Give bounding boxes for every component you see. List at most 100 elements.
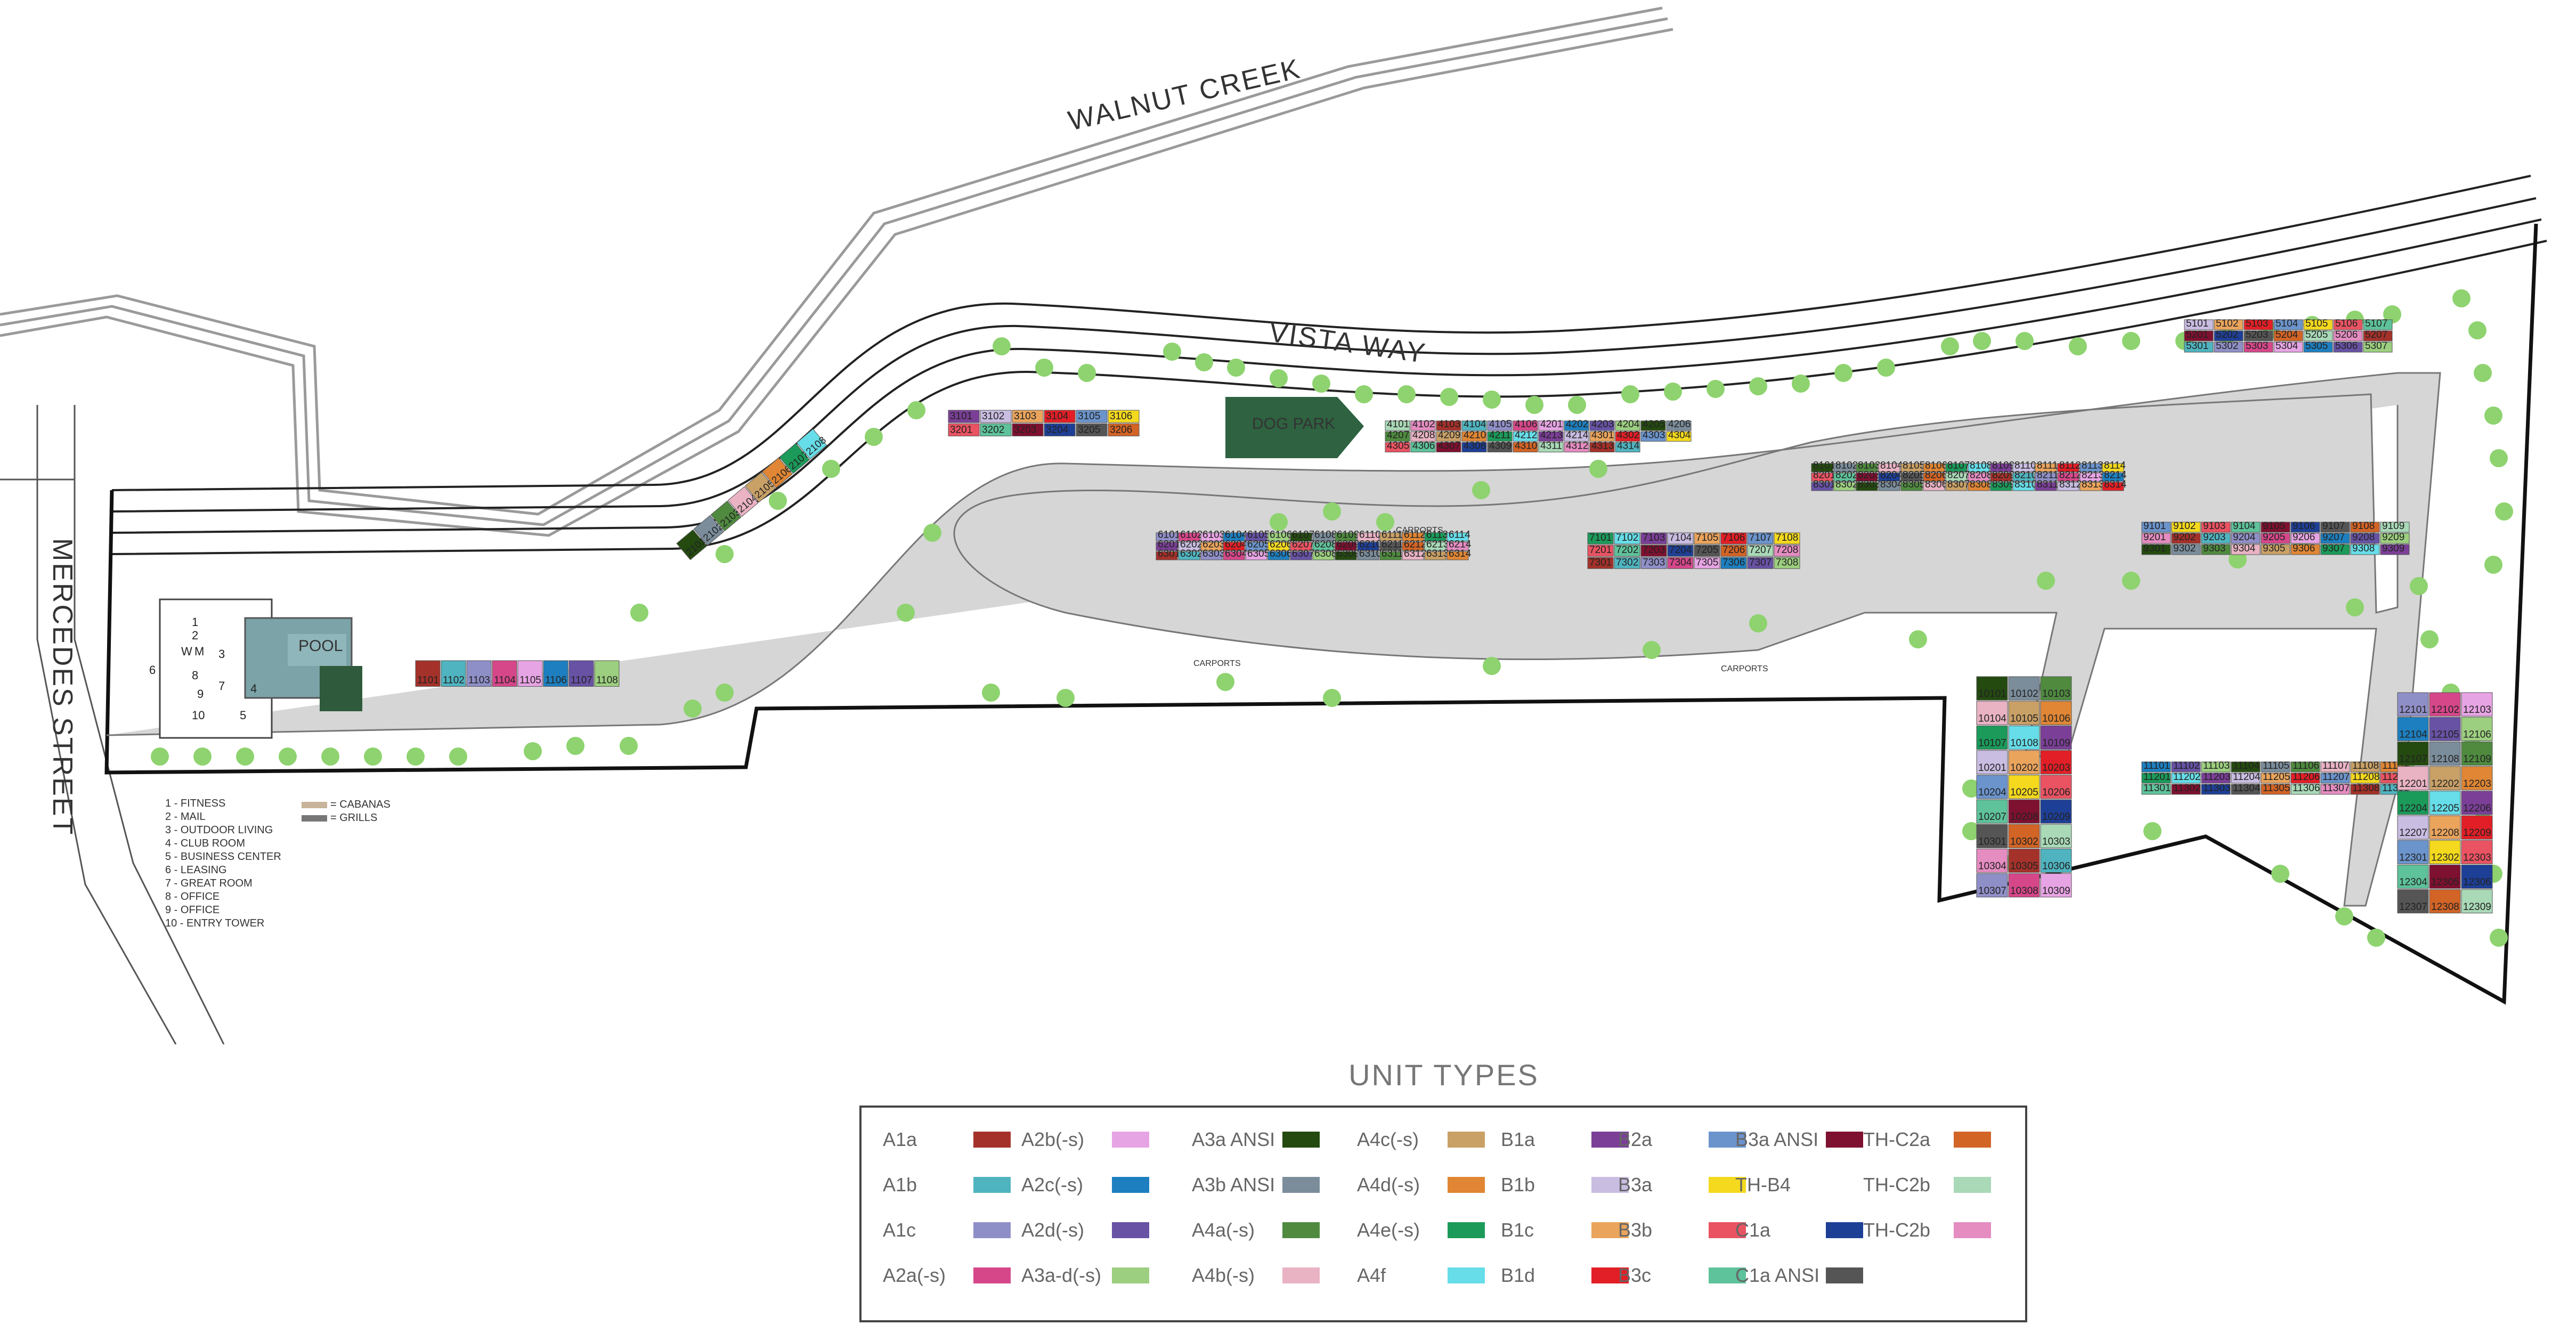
unit-block[interactable] [1402, 532, 1424, 542]
unit-block[interactable] [1833, 463, 1856, 473]
unit-block[interactable] [2012, 473, 2035, 482]
unit-block[interactable] [2461, 889, 2493, 914]
unit-block[interactable] [1178, 542, 1200, 551]
unit-block[interactable] [2214, 342, 2244, 353]
unit-block[interactable] [1385, 442, 1410, 452]
unit-block[interactable] [710, 500, 742, 532]
unit-block[interactable] [2320, 544, 2350, 555]
unit-block[interactable] [1640, 544, 1667, 557]
unit-block[interactable] [2350, 773, 2380, 784]
unit-block[interactable] [1513, 431, 1538, 442]
unit-block[interactable] [2171, 773, 2201, 784]
unit-block[interactable] [2429, 815, 2461, 840]
unit-block[interactable] [1990, 463, 2012, 473]
unit-block[interactable] [2303, 342, 2333, 353]
unit-block[interactable] [676, 529, 708, 560]
unit-block[interactable] [1667, 532, 1694, 544]
unit-block[interactable] [2429, 889, 2461, 914]
unit-block[interactable] [1856, 482, 1878, 491]
unit-block[interactable] [2008, 676, 2040, 701]
unit-block[interactable] [2273, 330, 2303, 342]
unit-block[interactable] [1200, 532, 1223, 542]
unit-block[interactable] [2303, 330, 2333, 342]
unit-block[interactable] [1720, 532, 1747, 544]
unit-block[interactable] [1774, 532, 1800, 544]
unit-block[interactable] [1667, 557, 1694, 569]
unit-block[interactable] [2184, 330, 2214, 342]
unit-block[interactable] [1267, 542, 1290, 551]
unit-block[interactable] [1564, 442, 1589, 452]
unit-block[interactable] [1487, 442, 1513, 452]
unit-block[interactable] [1833, 473, 1856, 482]
unit-block[interactable] [980, 410, 1012, 423]
unit-block[interactable] [948, 423, 980, 436]
unit-block[interactable] [1290, 542, 1312, 551]
unit-block[interactable] [2261, 761, 2290, 773]
unit-block[interactable] [568, 660, 594, 687]
unit-block[interactable] [1156, 551, 1178, 560]
unit-block[interactable] [1976, 824, 2008, 848]
unit-block[interactable] [1615, 442, 1640, 452]
unit-block[interactable] [1312, 532, 1335, 542]
unit-block[interactable] [2008, 725, 2040, 750]
unit-block[interactable] [2141, 784, 2171, 795]
unit-block[interactable] [2350, 784, 2380, 795]
unit-block[interactable] [2290, 773, 2320, 784]
unit-block[interactable] [2320, 773, 2350, 784]
unit-block[interactable] [2261, 784, 2290, 795]
unit-block[interactable] [744, 472, 776, 503]
unit-block[interactable] [2244, 319, 2273, 330]
unit-block[interactable] [1200, 551, 1223, 560]
unit-block[interactable] [1487, 431, 1513, 442]
unit-block[interactable] [2261, 773, 2290, 784]
unit-block[interactable] [2273, 319, 2303, 330]
unit-block[interactable] [1900, 482, 1923, 491]
unit-block[interactable] [2079, 473, 2102, 482]
unit-block[interactable] [1044, 423, 1076, 436]
unit-block[interactable] [1694, 532, 1720, 544]
unit-block[interactable] [1856, 463, 1878, 473]
unit-block[interactable] [1564, 431, 1589, 442]
unit-block[interactable] [2214, 319, 2244, 330]
unit-block[interactable] [1223, 551, 1245, 560]
unit-block[interactable] [2429, 692, 2461, 717]
unit-block[interactable] [693, 515, 725, 546]
unit-block[interactable] [1900, 463, 1923, 473]
unit-block[interactable] [1640, 532, 1667, 544]
unit-block[interactable] [2320, 784, 2350, 795]
unit-block[interactable] [2290, 784, 2320, 795]
unit-block[interactable] [2201, 784, 2231, 795]
unit-block[interactable] [441, 660, 466, 687]
unit-block[interactable] [1410, 442, 1436, 452]
unit-block[interactable] [762, 457, 793, 489]
unit-block[interactable] [1424, 542, 1447, 551]
unit-block[interactable] [2461, 741, 2493, 766]
unit-block[interactable] [2231, 784, 2261, 795]
unit-block[interactable] [1424, 532, 1447, 542]
unit-block[interactable] [2231, 544, 2261, 555]
unit-block[interactable] [1587, 557, 1614, 569]
unit-block[interactable] [2397, 791, 2429, 815]
unit-block[interactable] [2290, 533, 2320, 544]
unit-block[interactable] [1178, 532, 1200, 542]
unit-block[interactable] [1833, 482, 1856, 491]
unit-block[interactable] [2397, 840, 2429, 864]
unit-block[interactable] [1640, 557, 1667, 569]
unit-block[interactable] [1379, 542, 1402, 551]
unit-block[interactable] [1379, 551, 1402, 560]
unit-block[interactable] [2244, 342, 2273, 353]
unit-block[interactable] [1410, 420, 1436, 431]
unit-block[interactable] [517, 660, 543, 687]
unit-block[interactable] [2461, 791, 2493, 815]
unit-block[interactable] [2040, 799, 2072, 824]
unit-block[interactable] [2380, 533, 2410, 544]
unit-block[interactable] [1811, 473, 1833, 482]
unit-block[interactable] [1667, 544, 1694, 557]
unit-block[interactable] [1976, 676, 2008, 701]
unit-block[interactable] [1589, 420, 1615, 431]
unit-block[interactable] [1945, 463, 1968, 473]
unit-block[interactable] [2141, 544, 2171, 555]
unit-block[interactable] [1976, 725, 2008, 750]
unit-block[interactable] [2171, 761, 2201, 773]
unit-block[interactable] [1245, 532, 1267, 542]
